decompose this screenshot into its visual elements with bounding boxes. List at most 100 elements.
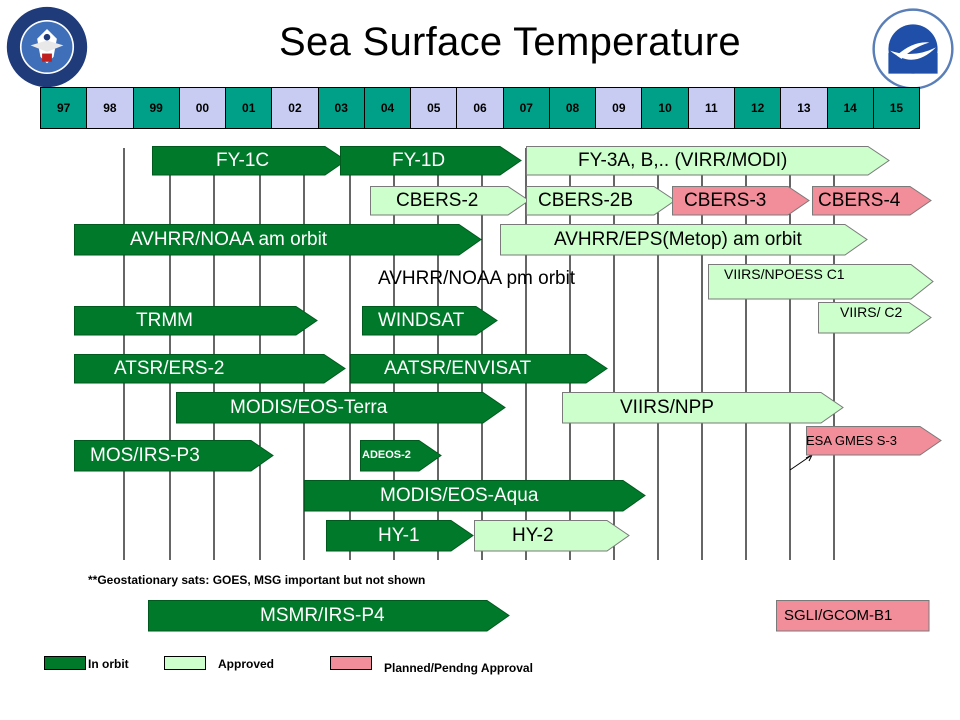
mission-label: ESA GMES S-3 <box>806 432 898 448</box>
mission-bar-esa_gmes: ESA GMES S-3 <box>806 426 942 456</box>
year-cell-09: 09 <box>596 88 643 128</box>
page-title: Sea Surface Temperature <box>279 20 741 64</box>
mission-label: MODIS/EOS-Aqua <box>380 484 539 506</box>
mission-arrow-shape <box>304 480 646 512</box>
year-cell-03: 03 <box>318 88 365 128</box>
esa-pointer-arrow <box>789 454 813 471</box>
mission-label: AATSR/ENVISAT <box>384 357 532 379</box>
mission-label: MODIS/EOS-Terra <box>230 396 388 418</box>
mission-arrow-shape <box>362 306 498 336</box>
year-cell-04: 04 <box>364 88 412 128</box>
mission-arrow-shape <box>74 354 346 384</box>
year-cell-06: 06 <box>457 88 504 128</box>
mission-bar-modis_terra: MODIS/EOS-Terra <box>176 392 506 424</box>
mission-arrow-shape <box>818 302 932 334</box>
mission-label: CBERS-4 <box>818 189 901 211</box>
geostationary-note: **Geostationary sats: GOES, MSG importan… <box>88 573 426 587</box>
doc-seal-icon <box>6 6 88 88</box>
year-cell-13: 13 <box>781 88 828 128</box>
mission-arrow-shape <box>776 600 930 632</box>
noaa-seal-icon <box>872 8 954 90</box>
mission-bar-aatsr: AATSR/ENVISAT <box>350 354 608 384</box>
year-cell-98: 98 <box>87 88 134 128</box>
year-cell-97: 97 <box>41 88 88 128</box>
legend-label-in-orbit: In orbit <box>88 657 129 671</box>
mission-arrow-shape <box>812 186 932 216</box>
year-cell-00: 00 <box>179 88 227 128</box>
legend-swatch-planned <box>330 656 372 670</box>
mission-label: MOS/IRS-P3 <box>90 444 200 466</box>
mission-arrow-shape <box>370 186 530 216</box>
mission-bar-cbers2b: CBERS-2B <box>526 186 676 216</box>
noaa-seal <box>872 8 954 90</box>
year-cell-08: 08 <box>549 88 597 128</box>
mission-bar-windsat: WINDSAT <box>362 306 498 336</box>
legend-label-planned: Planned/Pendng Approval <box>384 661 533 675</box>
mission-arrow-shape <box>176 392 506 424</box>
mission-label: VIIRS/NPP <box>620 396 714 418</box>
mission-arrow-shape <box>500 224 868 256</box>
mission-bar-viirs_npp: VIIRS/NPP <box>562 392 844 424</box>
year-cell-10: 10 <box>642 88 689 128</box>
mission-label: AVHRR/EPS(Metop) am orbit <box>554 228 802 250</box>
mission-arrow-shape <box>350 354 608 384</box>
mission-label: AVHRR/NOAA am orbit <box>130 228 328 250</box>
mission-arrow-shape <box>74 306 318 336</box>
mission-arrow-shape <box>152 146 347 176</box>
mission-label: VIIRS/NPOESS C1 <box>724 266 845 282</box>
mission-arrow-shape <box>340 146 522 176</box>
mission-arrow-shape <box>74 224 482 256</box>
mission-arrow-shape <box>708 264 934 300</box>
mission-bar-adeos2: ADEOS-2 <box>360 440 442 472</box>
mission-bar-avhrr_eps: AVHRR/EPS(Metop) am orbit <box>500 224 868 256</box>
mission-label: ATSR/ERS-2 <box>114 357 225 379</box>
mission-bar-trmm: TRMM <box>74 306 318 336</box>
department-of-commerce-seal <box>6 6 88 88</box>
mission-label: HY-2 <box>512 524 554 546</box>
mission-label: CBERS-2 <box>396 189 479 211</box>
mission-label: FY-1C <box>216 149 270 171</box>
mission-arrow-shape <box>526 146 890 176</box>
mission-label: ADEOS-2 <box>362 448 411 461</box>
mission-bar-hy2: HY-2 <box>474 520 630 552</box>
year-cell-12: 12 <box>734 88 782 128</box>
year-cell-15: 15 <box>873 88 920 128</box>
mission-label: FY-1D <box>392 149 446 171</box>
mission-bar-viirs_c2: VIIRS/ C2 <box>818 302 932 334</box>
mission-arrow-shape <box>474 520 630 552</box>
mission-arrow-shape <box>148 600 510 632</box>
year-cell-01: 01 <box>226 88 273 128</box>
mission-arrow-shape <box>360 440 442 472</box>
mission-bar-msmr: MSMR/IRS-P4 <box>148 600 510 632</box>
mission-bar-avhrr_am: AVHRR/NOAA am orbit <box>74 224 482 256</box>
mission-label: CBERS-2B <box>538 189 634 211</box>
mission-bar-modis_aqua: MODIS/EOS-Aqua <box>304 480 646 512</box>
mission-label: WINDSAT <box>378 309 465 331</box>
mission-label: SGLI/GCOM-B1 <box>784 606 893 624</box>
mission-bar-mos: MOS/IRS-P3 <box>74 440 274 472</box>
mission-label: VIIRS/ C2 <box>840 304 903 320</box>
year-cell-05: 05 <box>411 88 458 128</box>
mission-arrow-shape <box>562 392 844 424</box>
mission-bar-cbers4: CBERS-4 <box>812 186 932 216</box>
mission-arrow-shape <box>326 520 474 552</box>
mission-label: FY-3A, B,.. (VIRR/MODI) <box>578 149 788 171</box>
year-cell-11: 11 <box>688 88 735 128</box>
legend-label-approved: Approved <box>218 657 275 671</box>
mission-arrow-shape <box>526 186 676 216</box>
mission-bar-atsr: ATSR/ERS-2 <box>74 354 346 384</box>
year-cell-02: 02 <box>272 88 319 128</box>
mission-bar-cbers3: CBERS-3 <box>672 186 810 216</box>
mission-arrow-shape <box>74 440 274 472</box>
year-cell-99: 99 <box>133 88 180 128</box>
mission-label: HY-1 <box>378 524 420 546</box>
mission-label: CBERS-3 <box>684 189 767 211</box>
mission-bar-sgli: SGLI/GCOM-B1 <box>776 600 930 632</box>
mission-bar-hy1: HY-1 <box>326 520 474 552</box>
mission-bar-fy1c: FY-1C <box>152 146 347 176</box>
mission-label: MSMR/IRS-P4 <box>260 604 385 626</box>
mission-bar-fy1d: FY-1D <box>340 146 522 176</box>
legend-swatch-in-orbit <box>44 656 86 670</box>
year-cell-07: 07 <box>503 88 550 128</box>
